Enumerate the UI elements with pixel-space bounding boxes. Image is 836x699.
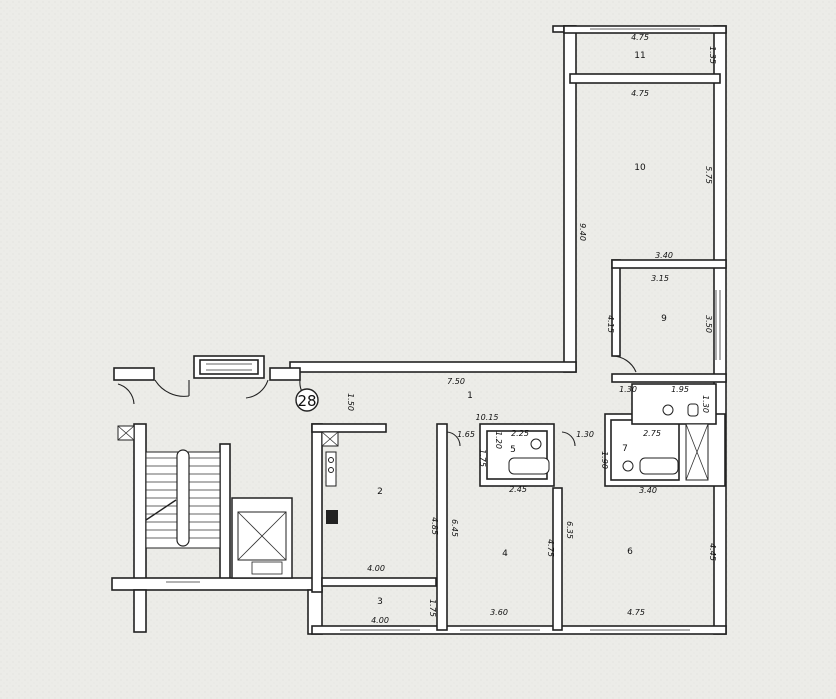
- dim-hall-length: 7.50: [447, 377, 465, 386]
- room-10-label: 10: [634, 163, 646, 173]
- outer-walls: [111, 25, 727, 635]
- room-6-label: 6: [627, 547, 633, 557]
- vent-shafts: [117, 423, 709, 481]
- dim-b5-side: 1.75: [478, 449, 487, 467]
- room-11-label: 11: [634, 51, 645, 61]
- room-4-label: 4: [502, 549, 508, 559]
- dim-r3-width: 4.00: [371, 616, 389, 625]
- dim-b5-bottom: 2.45: [509, 485, 527, 494]
- room-9-label: 9: [661, 314, 667, 324]
- dim-r3-height: 1.75: [428, 599, 437, 617]
- dim-b5-a: 1.20: [494, 431, 503, 449]
- dim-r11-width: 4.75: [631, 33, 649, 42]
- dim-wc-b: 1.95: [671, 385, 689, 394]
- dim-hall-left: 1.50: [346, 393, 355, 411]
- elevator-shaft: [231, 497, 293, 579]
- dim-b7-bottom: 3.40: [639, 486, 657, 495]
- dim-b7-a: 1.30: [576, 430, 594, 439]
- dim-r9-inner: 3.15: [651, 274, 669, 283]
- dim-r4-right: 4.75: [546, 539, 555, 557]
- room-1-area: 10.15: [476, 413, 499, 422]
- room-7-label: 7: [622, 444, 628, 454]
- dim-r9-right: 3.50: [704, 315, 713, 333]
- dim-r6-width: 4.75: [627, 608, 645, 617]
- sanitary-fixtures: [325, 403, 699, 524]
- dim-r10-depth: 5.75: [704, 166, 713, 184]
- dim-r11-depth: 1.35: [708, 46, 717, 64]
- dim-r2-width: 4.00: [367, 564, 385, 573]
- room-3-label: 3: [377, 597, 383, 607]
- dim-r9-left: 4.15: [606, 315, 615, 333]
- dim-b5-top: 2.25: [511, 429, 529, 438]
- dimension-labels: 4.75 1.35 4.75 5.75 9.40 3.40 3.15 4.15 …: [346, 33, 717, 625]
- room-labels: 11 10 9 1 10.15 2 3 4 5 6 7: [377, 51, 667, 607]
- dim-r4-left: 6.45: [450, 519, 459, 537]
- dim-r4-width: 3.60: [490, 608, 508, 617]
- entrance-marker: [295, 388, 319, 412]
- windows: [166, 25, 721, 631]
- entrance-number: 28: [297, 392, 316, 410]
- dim-r9-top: 3.40: [655, 251, 673, 260]
- room-2-label: 2: [377, 487, 383, 497]
- dim-wc-c: 1.30: [701, 395, 710, 413]
- dim-r10-width: 4.75: [631, 89, 649, 98]
- dim-r6-right: 4.45: [708, 543, 717, 561]
- dim-b7-top: 2.75: [643, 429, 661, 438]
- dim-r6-left: 6.35: [565, 521, 574, 539]
- dim-corridor: 9.40: [578, 223, 587, 241]
- stairwell: [145, 449, 221, 549]
- room-1-label: 1: [467, 391, 473, 401]
- dim-r2-height: 4.85: [430, 517, 439, 535]
- room-5-label: 5: [510, 445, 516, 455]
- dim-door-a: 1.65: [457, 430, 475, 439]
- dim-b7-side: 1.90: [600, 451, 609, 469]
- dim-wc-a: 1.30: [619, 385, 637, 394]
